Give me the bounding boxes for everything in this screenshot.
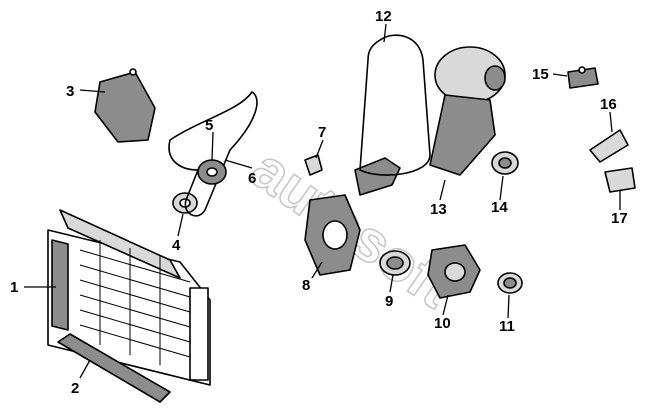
callout-4: 4 [172,237,181,254]
part-bottom-bar [57,333,171,403]
callout-17: 17 [611,210,628,227]
part-radiator [47,209,211,386]
callout-10: 10 [434,315,451,332]
part-bracket-17 [604,167,636,193]
callout-8: 8 [302,277,310,294]
callout-7: 7 [318,124,326,141]
callout-2: 2 [71,380,79,397]
callout-5: 5 [205,117,213,134]
part-pump-housing [304,157,401,276]
leader-lines [24,23,621,379]
callout-12: 12 [375,8,392,25]
callout-13: 13 [430,201,447,218]
part-timing-belt [168,91,258,217]
callout-14: 14 [491,199,508,216]
part-timing-cover [94,68,156,143]
callout-labels: 1 2 3 4 5 6 7 8 9 10 11 12 13 14 15 16 1… [10,8,628,397]
part-tensioner [304,154,323,176]
callout-1: 1 [10,279,18,296]
callout-9: 9 [385,293,393,310]
part-bracket-16 [589,129,629,163]
callout-11: 11 [499,318,515,335]
part-alternator [429,46,506,176]
callout-15: 15 [532,66,549,83]
part-bush [491,151,519,175]
callout-3: 3 [66,83,74,100]
part-mount-15 [567,66,599,89]
callout-16: 16 [600,96,617,113]
part-cap [497,272,523,294]
part-accessory-belt [359,34,431,176]
part-thermostat-housing [427,244,481,299]
callout-6: 6 [248,170,256,187]
part-seal-ring [379,250,411,276]
